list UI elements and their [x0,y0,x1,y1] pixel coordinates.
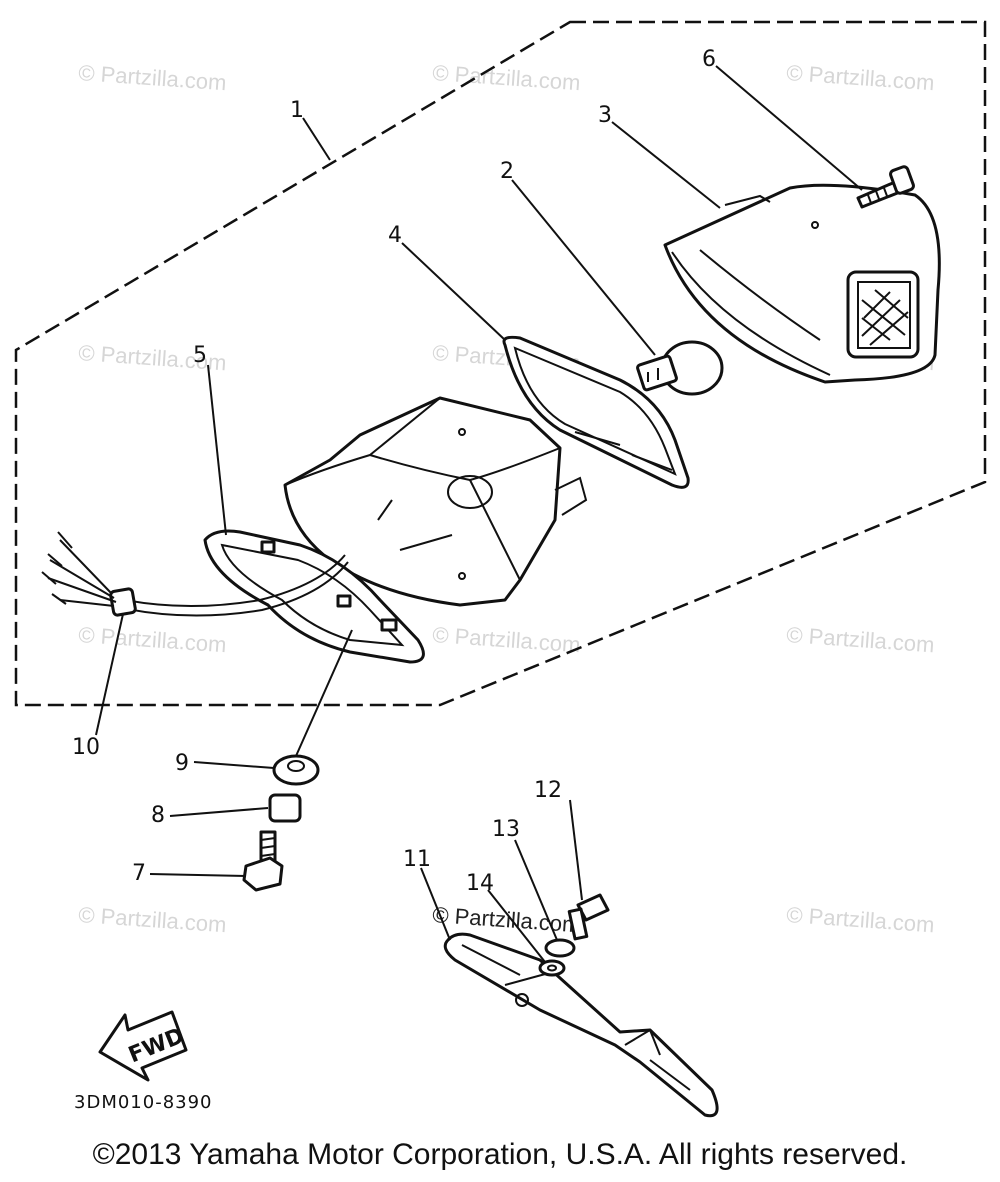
callout-2: 2 [500,159,514,184]
callout-11: 11 [403,847,431,872]
bulb [636,340,724,396]
base-gasket [203,529,425,664]
callout-4: 4 [388,223,402,248]
lens-screw [856,165,915,209]
license-bracket [443,932,719,1118]
callout-8: 8 [151,803,165,828]
spring-washer [544,938,576,958]
callout-5: 5 [193,343,207,368]
callout-14: 14 [466,871,494,896]
assembly-boundary [14,20,987,707]
collar [268,793,302,823]
plain-washer [538,959,566,977]
watermark: © Partzilla.com [78,902,228,937]
watermark: © Partzilla.com [432,622,582,657]
copyright-notice: ©2013 Yamaha Motor Corporation, U.S.A. A… [92,1138,908,1171]
callout-7: 7 [132,861,146,886]
fwd-arrow-icon: FWD [98,1010,188,1082]
callout-labels: 1 2 3 4 5 6 7 8 9 10 11 12 13 14 [72,47,716,896]
mount-axis-line [295,499,393,757]
watermark: © Partzilla.com [78,622,228,657]
watermark: © Partzilla.com [78,60,228,95]
watermark: © Partzilla.com [786,902,936,937]
watermark: © Partzilla.com [432,902,582,937]
callout-10: 10 [72,735,100,760]
wire-harness [41,531,349,617]
grommet [272,754,320,786]
lens-gasket [502,335,690,489]
mounting-bolt [242,830,284,892]
callout-3: 3 [598,103,612,128]
bracket-bolt [567,893,610,941]
tail-light-body [283,396,588,607]
callout-12: 12 [534,778,562,803]
leader-lines [95,65,863,963]
watermark: © Partzilla.com [786,622,936,657]
callout-6: 6 [702,47,716,72]
watermark: © Partzilla.com [786,60,936,95]
tail-lens-housing [663,183,941,384]
callout-13: 13 [492,817,520,842]
diagram-code: 3DM010-8390 [74,1092,213,1113]
callout-9: 9 [175,751,189,776]
callout-1: 1 [290,98,304,123]
